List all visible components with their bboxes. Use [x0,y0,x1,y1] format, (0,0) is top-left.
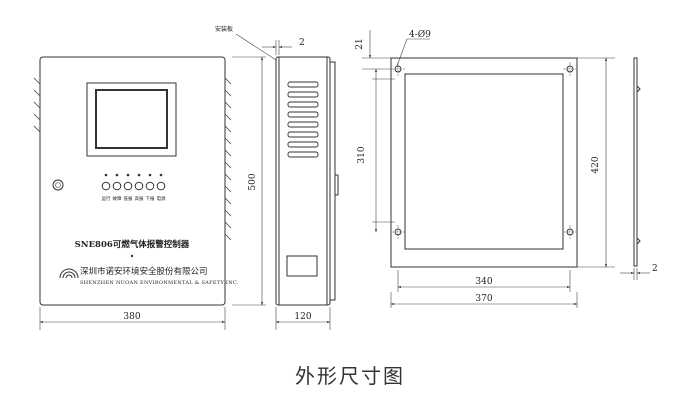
company-name-cn: 深圳市诺安环境安全股份有限公司 [80,266,208,277]
indicator-dot [115,173,119,177]
dim-plate-height-label: 420 [591,156,601,173]
front-button-label: 运行 [102,195,111,202]
front-vents [33,77,232,241]
dim-plate-width-label: 370 [475,294,492,304]
plate-profile [633,57,638,267]
dim-plate-thickness-right-label: 2 [652,264,658,274]
front-button [156,181,166,191]
side-vent-slot [287,81,319,88]
lcd-frame [86,82,177,157]
side-vent-slot [287,141,319,148]
side-vent-slot [287,111,319,118]
side-cable-window [286,255,318,277]
front-button-label: 高报 [135,195,144,202]
front-button-label: 故障 [113,195,122,202]
indicator-dot [148,173,152,177]
front-button-label: 下报 [146,195,155,202]
mount-plate-note: 安装板 [215,25,233,33]
front-button [134,181,144,191]
side-enclosure [275,56,331,306]
indicator-dot [159,173,163,177]
side-vents [287,81,319,158]
front-enclosure [39,56,226,306]
lcd-screen [95,89,168,149]
front-button [145,181,155,191]
front-view: 运行故障低报高报下报电源 SNE806可燃气体报警控制器 深圳市诺安环境安全股份… [33,56,266,330]
dim-side-depth-label: 120 [294,312,311,322]
dim-hole-vertical-label: 310 [357,146,367,163]
side-vent-slot [287,121,319,128]
front-button-label: 电源 [157,195,166,202]
side-view: 安装板 2 120 [215,25,339,330]
front-button [112,181,122,191]
front-buttons: 运行故障低报高报下报电源 [101,181,166,202]
dim-hole-horizontal-label: 340 [475,277,492,287]
mount-plate-leader [235,33,277,61]
mount-plate-outline [390,57,578,268]
drawing-caption: 外形尺寸图 [295,364,405,388]
mount-plate-cutout [404,73,564,250]
indicator-dot [137,173,141,177]
dim-top-offset-label: 21 [355,38,365,49]
dim-front-width-label: 380 [123,312,140,322]
front-button [123,181,133,191]
mount-plate-view: 4-Ø9 21 310 420 340 370 [355,29,615,308]
model-label: SNE806可燃气体报警控制器 [75,239,190,250]
side-mount-plate [329,61,336,301]
side-vent-slot [287,91,319,98]
front-button-label: 低报 [124,195,133,202]
mount-holes [391,62,577,239]
key-lock-icon [52,179,64,191]
front-button [101,181,111,191]
indicator-dots [104,173,163,177]
dim-front-height-label: 500 [248,173,258,190]
hole-spec-leader [396,38,408,67]
side-vent-slot [287,101,319,108]
plate-side-profile: 2 [620,57,658,280]
side-vent-slot [287,151,319,158]
indicator-dot [104,173,108,177]
dim-plate-thickness-top-label: 2 [299,38,305,48]
side-vent-slot [287,131,319,138]
company-logo [59,268,79,279]
hole-spec-label: 4-Ø9 [409,29,431,40]
company-name-en: SHENZHEN NUOAN ENVIRONMENTAL & SAFETY IN… [80,280,239,286]
indicator-dot [126,173,130,177]
